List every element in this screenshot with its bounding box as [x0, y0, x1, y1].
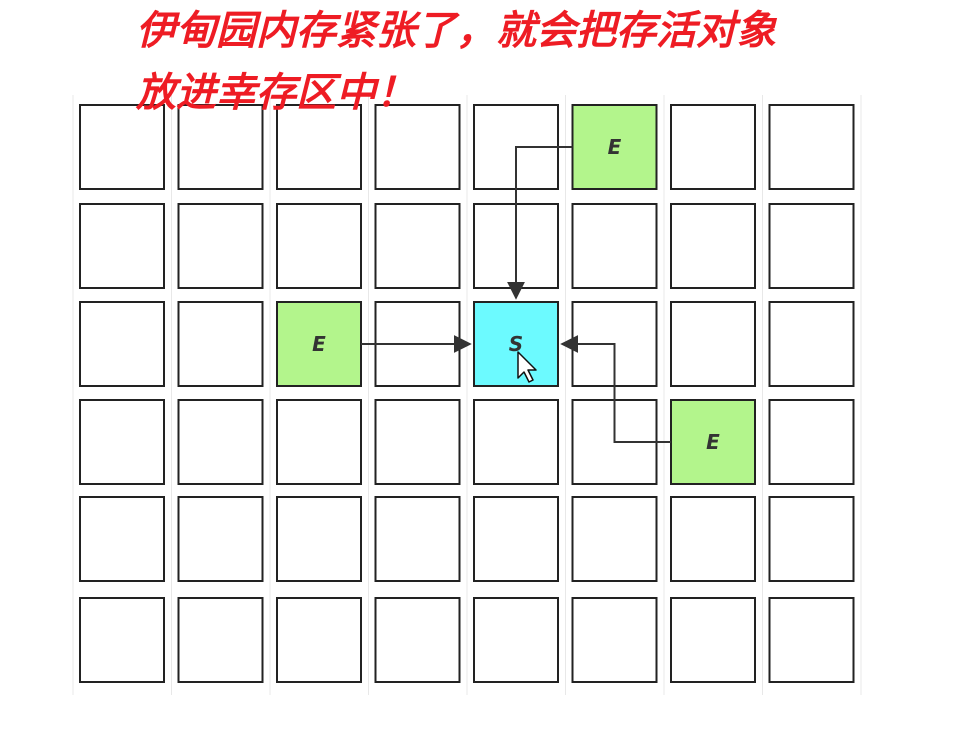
empty-cell	[79, 399, 165, 485]
move-arrow	[507, 146, 573, 300]
empty-cell	[473, 597, 559, 683]
empty-cell	[276, 399, 362, 485]
survivor-cell	[473, 301, 559, 387]
empty-cell	[670, 496, 756, 582]
background-guide-lines	[72, 95, 862, 695]
move-arrows	[361, 146, 671, 443]
empty-cell	[374, 203, 461, 289]
empty-cell	[374, 399, 461, 485]
pointer-cursor-icon	[517, 351, 537, 383]
empty-cell	[177, 399, 264, 485]
eden-cell	[571, 104, 658, 190]
empty-cell	[276, 104, 362, 190]
empty-cell	[571, 203, 658, 289]
empty-cell	[177, 203, 264, 289]
empty-cell	[473, 399, 559, 485]
empty-cell	[177, 104, 264, 190]
empty-cell	[768, 104, 855, 190]
empty-cell	[473, 496, 559, 582]
caption: 伊甸园内存紧张了，就会把存活对象 放进幸存区中！	[136, 0, 936, 124]
empty-cell	[670, 104, 756, 190]
empty-cell	[571, 597, 658, 683]
survivor-label: S	[509, 332, 523, 356]
empty-cell	[79, 496, 165, 582]
eden-label: E	[608, 135, 622, 159]
empty-cell	[177, 496, 264, 582]
caption-line-2: 放进幸存区中！	[136, 70, 416, 116]
empty-cell	[276, 203, 362, 289]
eden-label: E	[312, 332, 326, 356]
empty-cell	[79, 301, 165, 387]
empty-cell	[768, 301, 855, 387]
empty-cell	[177, 301, 264, 387]
move-arrow	[560, 335, 671, 443]
empty-cell	[374, 496, 461, 582]
empty-cell	[670, 203, 756, 289]
caption-line-1: 伊甸园内存紧张了，就会把存活对象	[136, 8, 776, 54]
empty-cell	[374, 104, 461, 190]
empty-cell	[79, 597, 165, 683]
empty-cell	[670, 597, 756, 683]
empty-cell	[768, 597, 855, 683]
empty-cell	[276, 496, 362, 582]
empty-cell	[79, 203, 165, 289]
empty-cell	[768, 203, 855, 289]
empty-cell	[374, 597, 461, 683]
empty-cell	[768, 399, 855, 485]
empty-cell	[768, 496, 855, 582]
empty-cell	[571, 496, 658, 582]
empty-cell	[177, 597, 264, 683]
empty-cell	[276, 597, 362, 683]
empty-cell	[670, 301, 756, 387]
eden-label: E	[706, 430, 720, 454]
eden-cell	[276, 301, 362, 387]
empty-cell	[79, 104, 165, 190]
